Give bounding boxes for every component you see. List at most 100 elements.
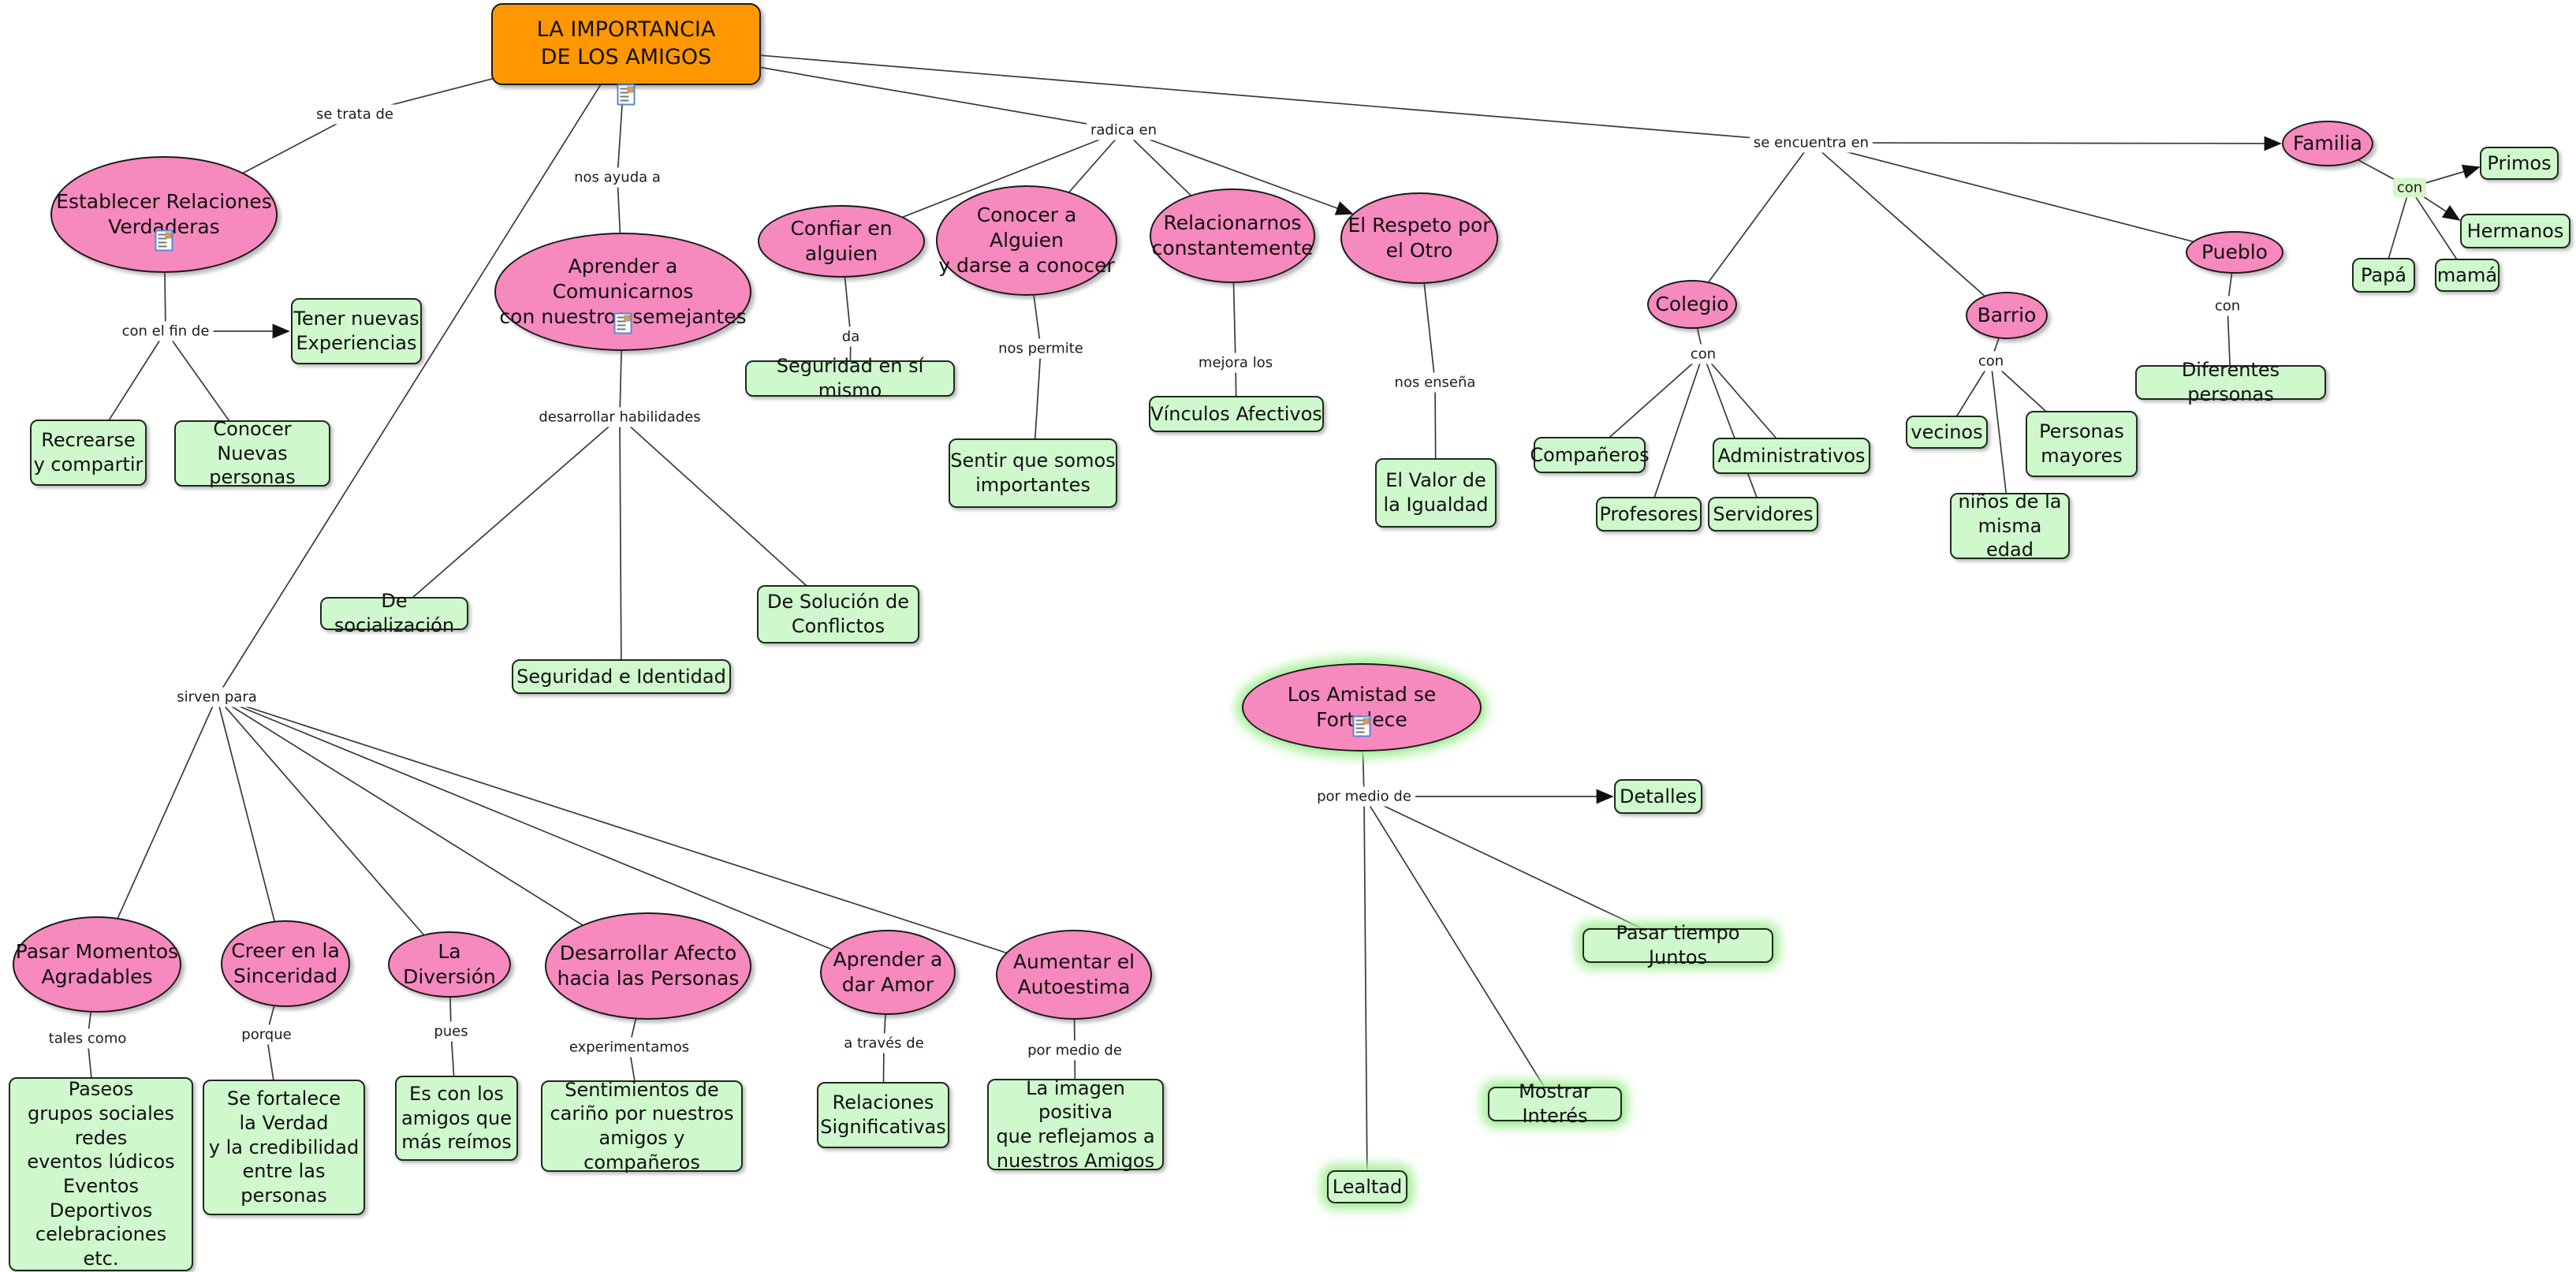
box-companeros[interactable]: Compañeros — [1530, 437, 1650, 473]
link-label-l-con-fin-text: con el fin de — [121, 323, 210, 340]
concept-creer-sinceridad[interactable]: Creer en la Sinceridad — [221, 920, 350, 1007]
link-label-l-nos-permite[interactable]: nos permite — [994, 338, 1087, 359]
link-label-l-sirven[interactable]: sirven para — [173, 687, 261, 707]
box-sentir-importantes[interactable]: Sentir que somos importantes — [949, 438, 1117, 508]
box-seguridad-si-mismo-text: Seguridad en sí mismo — [776, 355, 924, 401]
box-profesores[interactable]: Profesores — [1596, 497, 1702, 532]
box-diferentes-personas[interactable]: Diferentes personas — [2135, 359, 2326, 405]
box-relaciones-significativas[interactable]: Relaciones Significativas — [817, 1082, 949, 1148]
link-label-l-a-traves[interactable]: a través de — [840, 1033, 928, 1054]
concept-conocer-alguien-text: Conocer a Alguien y darse a conocer — [938, 203, 1115, 277]
box-paseos[interactable]: Paseos grupos sociales redes eventos lúd… — [9, 1077, 193, 1271]
concept-desarrollar-afecto-text: Desarrollar Afecto hacia las Personas — [557, 942, 740, 990]
link-label-l-nos-ayuda[interactable]: nos ayuda a — [570, 167, 665, 188]
box-recrearse[interactable]: Recrearse y compartir — [30, 420, 147, 486]
box-mama-text: mamá — [2436, 263, 2498, 286]
concept-familia[interactable]: Familia — [2282, 121, 2373, 166]
resource-icon[interactable] — [613, 312, 632, 334]
box-paseos-text: Paseos grupos sociales redes eventos lúd… — [27, 1078, 175, 1270]
link-label-l-da[interactable]: da — [837, 326, 864, 347]
concept-aumentar-autoestima[interactable]: Aumentar el Autoestima — [996, 930, 1152, 1020]
resource-icon[interactable] — [1352, 715, 1371, 737]
link-label-l-desarrollar[interactable]: desarrollar habilidades — [535, 407, 705, 427]
box-primos[interactable]: Primos — [2480, 147, 2559, 180]
link-label-l-radica-text: radica en — [1090, 121, 1157, 139]
box-es-con-amigos-text: Es con los amigos que más reímos — [401, 1082, 512, 1154]
box-recrearse-text: Recrearse y compartir — [33, 429, 144, 476]
link-label-l-pues[interactable]: pues — [430, 1021, 472, 1042]
concept-aprender-comunicarnos-text: Aprender a Comunicarnos con nuestros sem… — [499, 255, 747, 328]
box-detalles[interactable]: Detalles — [1614, 779, 1702, 814]
box-personas-mayores-text: Personas mayores — [2039, 420, 2124, 467]
box-sentimientos[interactable]: Sentimientos de cariño por nuestros amig… — [541, 1079, 743, 1173]
box-vecinos[interactable]: vecinos — [1906, 416, 1988, 449]
box-conocer-nuevas[interactable]: Conocer Nuevas personas — [174, 417, 330, 489]
box-hermanos[interactable]: Hermanos — [2460, 214, 2570, 248]
resource-icon[interactable] — [155, 229, 173, 252]
box-administrativos[interactable]: Administrativos — [1713, 438, 1870, 474]
edge-l-con-colegio--servidores — [1702, 353, 1764, 515]
concept-desarrollar-afecto[interactable]: Desarrollar Afecto hacia las Personas — [545, 912, 751, 1020]
link-label-l-mejora[interactable]: mejora los — [1194, 353, 1277, 373]
box-seguridad-identidad[interactable]: Seguridad e Identidad — [512, 659, 731, 694]
resource-icon[interactable] — [617, 84, 636, 106]
concept-aprender-amor[interactable]: Aprender a dar Amor — [820, 930, 956, 1015]
link-label-l-por-medio-1[interactable]: por medio de — [1023, 1040, 1126, 1061]
concept-conocer-alguien[interactable]: Conocer a Alguien y darse a conocer — [936, 185, 1117, 296]
concept-respeto-text: El Respeto por el Otro — [1348, 214, 1491, 262]
concept-root[interactable]: LA IMPORTANCIA DE LOS AMIGOS — [491, 3, 761, 85]
link-label-l-se-trata[interactable]: se trata de — [312, 104, 397, 125]
link-label-l-nos-ensena[interactable]: nos enseña — [1390, 372, 1480, 393]
box-pasar-tiempo[interactable]: Pasar tiempo Juntos — [1583, 922, 1773, 968]
box-conocer-nuevas-text: Conocer Nuevas personas — [209, 417, 296, 489]
concept-confiar[interactable]: Confiar en alguien — [758, 205, 925, 278]
link-label-l-con-fin[interactable]: con el fin de — [117, 321, 214, 341]
box-papa[interactable]: Papá — [2352, 258, 2415, 293]
link-label-l-radica[interactable]: radica en — [1087, 120, 1161, 140]
box-mostrar-interes[interactable]: Mostrar Interés — [1488, 1080, 1622, 1127]
concept-pasar-momentos[interactable]: Pasar Momentos Agradables — [13, 916, 181, 1013]
concept-amistad[interactable]: Los Amistad se Fortalece — [1242, 663, 1482, 752]
edge-l-por-medio-2--mostrar-interes — [1363, 796, 1556, 1105]
concept-diversion[interactable]: La Diversión — [388, 931, 511, 998]
link-label-l-con-familia[interactable]: con — [2392, 177, 2427, 198]
box-lealtad[interactable]: Lealtad — [1327, 1170, 1407, 1203]
concept-pueblo[interactable]: Pueblo — [2186, 231, 2283, 274]
concept-colegio[interactable]: Colegio — [1647, 280, 1737, 329]
box-vecinos-text: vecinos — [1911, 420, 1983, 443]
box-valor-igualdad[interactable]: El Valor de la Igualdad — [1375, 458, 1497, 528]
link-label-l-con-barrio[interactable]: con — [1974, 351, 2008, 371]
box-seguridad-si-mismo[interactable]: Seguridad en sí mismo — [745, 355, 955, 401]
box-es-con-amigos[interactable]: Es con los amigos que más reímos — [395, 1076, 518, 1161]
link-label-l-con-colegio[interactable]: con — [1686, 344, 1720, 364]
box-solucion-conflictos-text: De Solución de Conflictos — [766, 591, 910, 637]
box-ninos-edad[interactable]: niños de la misma edad — [1950, 491, 2070, 561]
box-solucion-conflictos[interactable]: De Solución de Conflictos — [757, 585, 919, 643]
box-relaciones-significativas-text: Relaciones Significativas — [820, 1091, 946, 1138]
concept-barrio[interactable]: Barrio — [1966, 292, 2048, 339]
box-companeros-text: Compañeros — [1530, 443, 1650, 466]
link-label-l-con-pueblo[interactable]: con — [2210, 296, 2245, 316]
box-personas-mayores[interactable]: Personas mayores — [2026, 411, 2138, 477]
link-label-l-porque[interactable]: porque — [237, 1024, 296, 1045]
concept-establecer[interactable]: Establecer Relaciones Verdaderas — [50, 156, 278, 273]
edge-l-se-encuentra--familia — [1810, 136, 2282, 151]
edge-l-sirven--desarrollar-afecto — [216, 696, 649, 967]
box-servidores[interactable]: Servidores — [1708, 497, 1818, 532]
box-imagen-positiva[interactable]: La imagen positiva que reflejamos a nues… — [987, 1077, 1164, 1172]
box-vinculos[interactable]: Vínculos Afectivos — [1149, 396, 1324, 432]
link-label-l-por-medio-2[interactable]: por medio de — [1313, 786, 1415, 807]
box-tener-nuevas[interactable]: Tener nuevas Experiencias — [291, 298, 422, 364]
edge-l-por-medio-2--lealtad — [1363, 796, 1368, 1188]
link-label-l-tales[interactable]: tales como — [44, 1028, 131, 1049]
concept-root-text: LA IMPORTANCIA DE LOS AMIGOS — [536, 17, 716, 69]
link-label-l-por-medio-2-text: por medio de — [1317, 788, 1411, 805]
box-se-fortalece[interactable]: Se fortalece la Verdad y la credibilidad… — [203, 1080, 365, 1215]
concept-respeto[interactable]: El Respeto por el Otro — [1340, 192, 1498, 284]
link-label-l-se-encuentra[interactable]: se encuentra en — [1749, 132, 1873, 153]
link-label-l-experimentamos[interactable]: experimentamos — [565, 1037, 694, 1058]
concept-relacionarnos[interactable]: Relacionarnos constantemente — [1150, 188, 1315, 283]
box-hermanos-text: Hermanos — [2466, 219, 2564, 242]
box-de-socializacion[interactable]: De socialización — [320, 590, 468, 636]
box-mama[interactable]: mamá — [2435, 259, 2500, 292]
